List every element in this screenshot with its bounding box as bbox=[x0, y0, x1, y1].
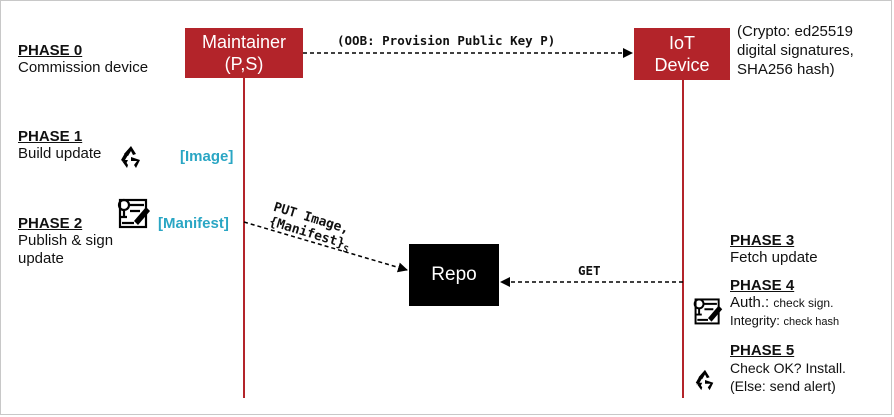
signed-document-icon bbox=[693, 298, 723, 325]
recycle-icon bbox=[695, 369, 714, 391]
phase-2: PHASE 2 Publish & sign update bbox=[18, 215, 113, 268]
phase-1-desc: Build update bbox=[18, 145, 102, 162]
maintainer-label: Maintainer bbox=[201, 32, 287, 52]
signed-document-icon bbox=[117, 198, 150, 229]
crypto-note-line: SHA256 hash) bbox=[737, 61, 835, 78]
phase-0: PHASE 0 Commission device bbox=[18, 42, 148, 77]
repo-label: Repo bbox=[431, 264, 477, 285]
integrity-value: check hash bbox=[783, 316, 840, 328]
auth-label: Auth.: bbox=[730, 294, 770, 311]
phase-5-desc-line: (Else: send alert) bbox=[730, 378, 836, 394]
image-label: [Image] bbox=[180, 148, 234, 165]
recycle-icon bbox=[121, 146, 140, 168]
iot-label-line1: IoT bbox=[668, 33, 695, 53]
phase-3-desc: Fetch update bbox=[730, 249, 818, 266]
crypto-note: (Crypto: ed25519 digital signatures, SHA… bbox=[737, 22, 854, 79]
phase-2-title: PHASE 2 bbox=[18, 215, 83, 232]
crypto-note-line: (Crypto: ed25519 bbox=[737, 23, 853, 40]
phase-3-title: PHASE 3 bbox=[730, 232, 795, 249]
phase-1: PHASE 1 Build update bbox=[18, 128, 101, 163]
phase-0-title: PHASE 0 bbox=[18, 42, 83, 59]
put-arrow bbox=[243, 221, 408, 273]
auth-value: check sign. bbox=[773, 296, 834, 310]
maintainer-box: Maintainer (P,S) bbox=[185, 28, 303, 78]
manifest-label: [Manifest] bbox=[158, 215, 229, 232]
phase-2-desc-line: update bbox=[18, 250, 64, 267]
phase-3: PHASE 3 Fetch update bbox=[730, 232, 818, 267]
phase-0-desc: Commission device bbox=[18, 59, 149, 76]
iot-label-line2: Device bbox=[654, 55, 710, 75]
phase-5: PHASE 5 Check OK? Install. (Else: send a… bbox=[730, 342, 846, 395]
maintainer-keys: (P,S) bbox=[224, 54, 264, 74]
phase-5-desc-line: Check OK? Install. bbox=[730, 360, 846, 376]
get-label: GET bbox=[578, 263, 601, 278]
phase-2-desc-line: Publish & sign bbox=[18, 232, 114, 249]
oob-label: (OOB: Provision Public Key P) bbox=[337, 33, 556, 48]
phase-1-title: PHASE 1 bbox=[18, 128, 83, 145]
repo-box: Repo bbox=[409, 244, 499, 306]
phase-4-integrity: Integrity: check hash bbox=[730, 312, 839, 331]
phase-5-title: PHASE 5 bbox=[730, 342, 795, 359]
iot-device-box: IoT Device bbox=[634, 28, 730, 80]
phase-4-auth: Auth.: check sign. bbox=[730, 294, 839, 312]
phase-4-title: PHASE 4 bbox=[730, 277, 795, 294]
integrity-label: Integrity: bbox=[730, 313, 780, 328]
phase-4: PHASE 4 Auth.: check sign. Integrity: ch… bbox=[730, 277, 839, 331]
crypto-note-line: digital signatures, bbox=[737, 42, 854, 59]
